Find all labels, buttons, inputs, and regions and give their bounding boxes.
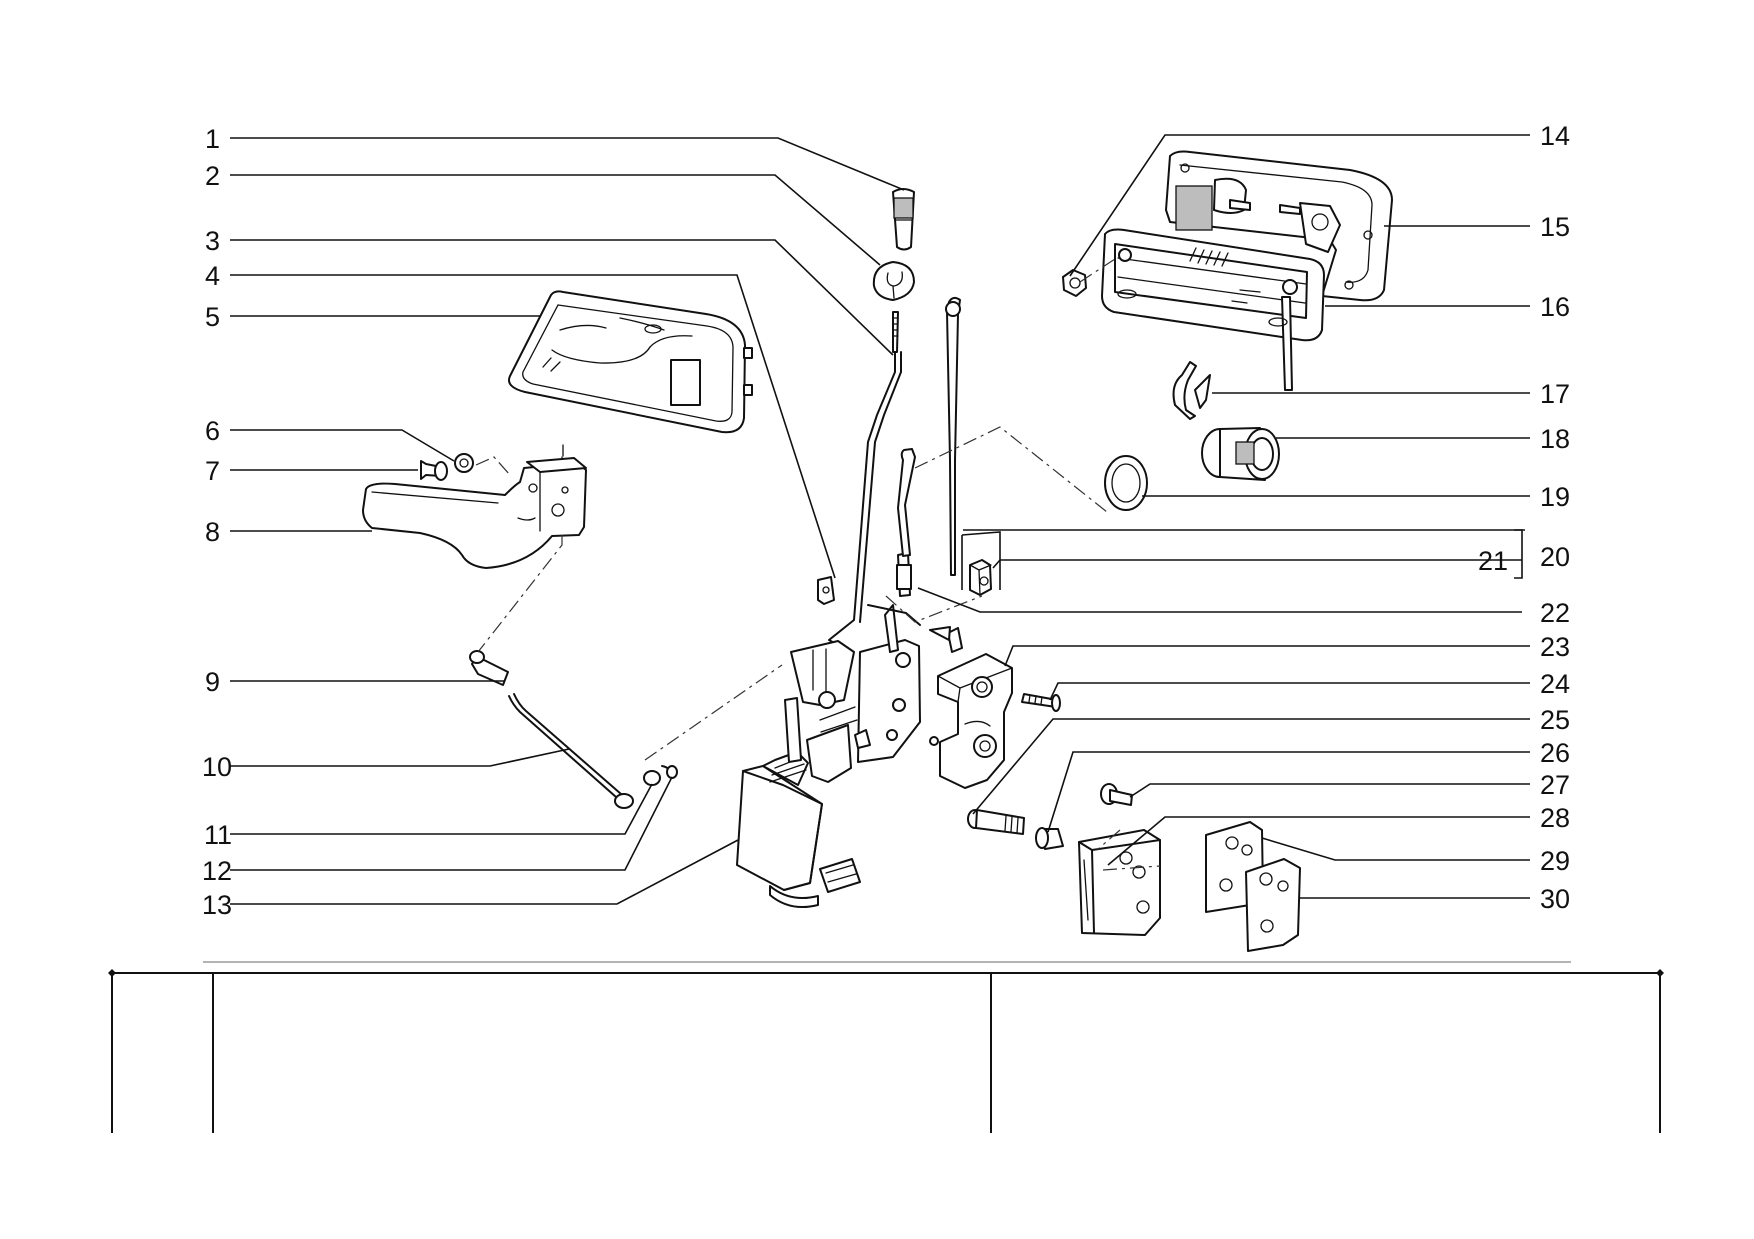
label-1: 1 — [205, 124, 220, 154]
rod-clamp-bracket — [961, 531, 1001, 590]
label-14: 14 — [1540, 121, 1570, 151]
parts-table-frame — [108, 961, 1664, 1133]
spacer — [1035, 827, 1064, 850]
label-27: 27 — [1540, 770, 1570, 800]
label-4: 4 — [205, 261, 220, 291]
striker-bracket — [1078, 829, 1161, 936]
label-29: 29 — [1540, 846, 1570, 876]
inner-handle-bezel — [508, 290, 753, 434]
lock-button-knob — [892, 188, 915, 251]
lock-rod — [828, 311, 902, 649]
leader-lines — [230, 134, 1530, 905]
label-6: 6 — [205, 416, 220, 446]
label-16: 16 — [1540, 292, 1570, 322]
label-10: 10 — [202, 752, 232, 782]
label-18: 18 — [1540, 424, 1570, 454]
label-5: 5 — [205, 302, 220, 332]
latch-cover — [929, 653, 1013, 789]
lock-cylinder-clip — [1172, 361, 1211, 420]
label-19: 19 — [1540, 482, 1570, 512]
lock-cylinder — [1201, 427, 1280, 481]
shim-plate-2 — [1245, 858, 1301, 952]
label-11: 11 — [204, 820, 232, 850]
label-21: 21 — [1478, 546, 1508, 576]
label-24: 24 — [1540, 669, 1570, 699]
screw — [420, 460, 448, 481]
label-9: 9 — [205, 667, 220, 697]
door-latch — [790, 604, 963, 783]
outer-handle-bezel — [1165, 150, 1393, 302]
rod-connector-clip — [896, 448, 916, 597]
central-lock-actuator — [736, 697, 861, 908]
assembly-lines — [475, 256, 1161, 871]
washer — [454, 453, 474, 473]
label-28: 28 — [1540, 803, 1570, 833]
label-12: 12 — [202, 856, 232, 886]
label-20: 20 — [1540, 542, 1570, 572]
bracket-screw — [1100, 783, 1133, 806]
outer-handle-rod — [945, 296, 961, 576]
rod-clamp — [969, 559, 992, 596]
label-8: 8 — [205, 517, 220, 547]
label-7: 7 — [205, 456, 220, 486]
cylinder-seal — [1104, 455, 1148, 511]
inner-door-handle — [362, 444, 587, 569]
rod-connector — [469, 650, 509, 686]
rod-clip-small — [666, 765, 678, 779]
nut — [1062, 269, 1087, 297]
label-22: 22 — [1540, 598, 1570, 628]
release-rod — [508, 693, 634, 809]
label-30: 30 — [1540, 884, 1570, 914]
label-2: 2 — [205, 161, 220, 191]
label-25: 25 — [1540, 705, 1570, 735]
outer-door-handle — [1101, 228, 1325, 391]
label-26: 26 — [1540, 738, 1570, 768]
label-17: 17 — [1540, 379, 1570, 409]
striker-bolt — [967, 809, 1025, 835]
knob-grommet — [872, 261, 915, 301]
label-3: 3 — [205, 226, 220, 256]
label-23: 23 — [1540, 632, 1570, 662]
label-13: 13 — [202, 890, 232, 920]
latch-screw — [1021, 693, 1061, 712]
part-number-labels: 1 2 3 4 5 6 7 8 9 10 11 12 13 14 15 16 1… — [202, 121, 1570, 920]
rod-clip — [817, 576, 835, 605]
label-15: 15 — [1540, 212, 1570, 242]
